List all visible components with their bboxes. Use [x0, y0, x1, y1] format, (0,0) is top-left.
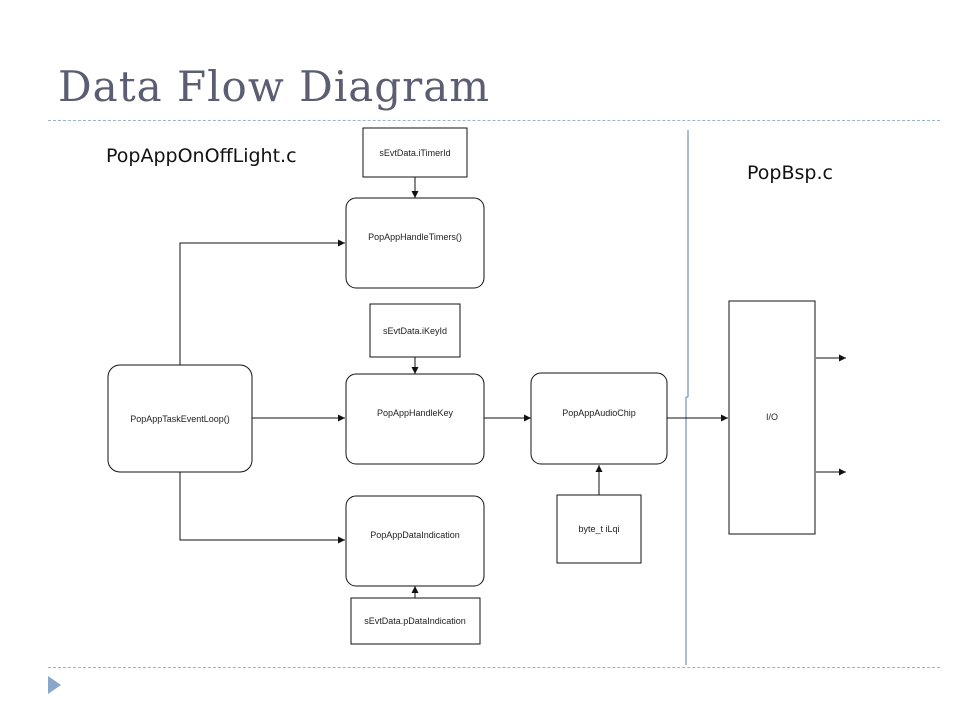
node-data-indication-label: PopAppDataIndication	[370, 530, 460, 540]
file-label-popapp: PopAppOnOffLight.c	[106, 145, 297, 167]
param-timer-id-label: sEvtData.iTimerId	[379, 148, 450, 158]
triangle-bullet-icon	[48, 676, 61, 694]
node-audio-chip: PopAppAudioChip	[530, 372, 668, 465]
node-handle-timers: PopAppHandleTimers()	[345, 197, 485, 289]
node-event-loop: PopAppTaskEventLoop()	[107, 364, 253, 473]
footer-divider	[48, 667, 940, 668]
param-timer-id: sEvtData.iTimerId	[362, 127, 468, 178]
node-data-indication: PopAppDataIndication	[345, 495, 485, 587]
module-boundary-line	[685, 130, 689, 665]
param-lqi: byte_t iLqi	[556, 494, 642, 564]
node-handle-key-label: PopAppHandleKey	[377, 408, 454, 418]
slide-title: Data Flow Diagram	[58, 62, 491, 111]
node-io: I/O	[728, 300, 816, 535]
connector-loop-to-timers	[179, 239, 345, 365]
node-io-label: I/O	[766, 412, 778, 422]
node-audio-chip-label: PopAppAudioChip	[562, 408, 636, 418]
param-data-indication-label: sEvtData.pDataIndication	[364, 616, 466, 626]
file-label-popbsp: PopBsp.c	[747, 162, 833, 184]
param-key-id: sEvtData.iKeyId	[369, 303, 461, 358]
param-lqi-label: byte_t iLqi	[578, 524, 619, 534]
param-key-id-label: sEvtData.iKeyId	[383, 326, 447, 336]
param-data-indication: sEvtData.pDataIndication	[350, 597, 481, 645]
node-handle-timers-label: PopAppHandleTimers()	[368, 232, 462, 242]
title-divider	[48, 120, 940, 121]
node-event-loop-label: PopAppTaskEventLoop()	[130, 414, 230, 424]
connector-loop-to-dataind	[179, 472, 345, 544]
node-handle-key: PopAppHandleKey	[345, 373, 485, 465]
